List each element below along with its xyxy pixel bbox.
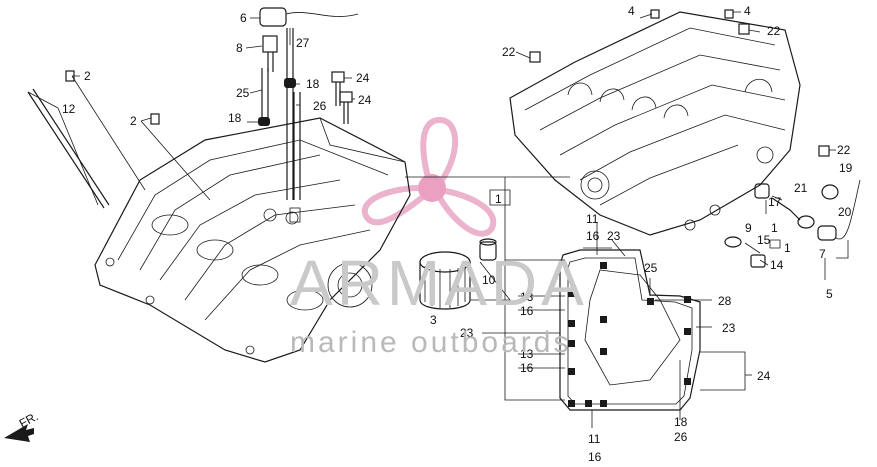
watermark-tagline: marine outboards: [290, 326, 571, 359]
callout-label: 12: [62, 102, 76, 116]
callout-label: 2: [84, 69, 91, 83]
callout-label: 16: [588, 450, 602, 464]
callout-label: 4: [628, 4, 635, 18]
callout-label: 16: [520, 304, 534, 318]
callout-label: 1: [771, 221, 778, 235]
callout-label: 26: [674, 430, 688, 444]
callout-label: 22: [767, 24, 781, 38]
callout-label: 2: [130, 114, 137, 128]
dowel-pins-2: [65, 70, 160, 125]
callout-label: 22: [837, 143, 851, 157]
front-direction-arrow: [4, 424, 34, 442]
callout-label: 18: [674, 415, 688, 429]
callout-label: 11: [588, 432, 601, 446]
callout-label: 27: [296, 36, 310, 50]
callout-label: 23: [460, 326, 474, 340]
callout-label: 25: [644, 261, 658, 275]
callout-label: 26: [313, 99, 327, 113]
callout-label: 5: [826, 287, 833, 301]
callout-label: 18: [306, 77, 320, 91]
callout-label: 10: [482, 273, 496, 287]
leader-lines: [27, 11, 849, 428]
oil-filter-3: [419, 251, 471, 310]
callout-label: 19: [839, 161, 853, 175]
callout-label: 3: [430, 313, 437, 327]
callout-label: 7: [819, 247, 826, 261]
lower-crankcase: [509, 11, 801, 236]
callout-label: 8: [236, 41, 243, 55]
callout-label: 1: [784, 241, 791, 255]
callout-label: 22: [502, 45, 516, 59]
callout-label: 14: [770, 258, 784, 272]
small-bolts-24: [331, 71, 353, 124]
neutral-switch-assembly: [724, 179, 861, 268]
callout-label: 13: [520, 290, 534, 304]
callout-label: 17: [768, 195, 782, 209]
callout-label: 20: [838, 205, 852, 219]
callout-label: 11: [586, 212, 599, 226]
callout-label: 16: [520, 361, 534, 375]
callout-label: 21: [794, 181, 808, 195]
watermark-brand: ARMADA: [290, 247, 588, 319]
front-direction-label: FR.: [17, 409, 41, 430]
callout-label: 28: [718, 294, 732, 308]
callout-label: 25: [236, 86, 250, 100]
upper-crankcase: [94, 117, 411, 363]
callout-label: 24: [358, 93, 372, 107]
callout-label: 23: [722, 321, 736, 335]
oil-pressure-switch: [259, 7, 359, 27]
callout-labels: 1 2 2 3 4 4 5 6 7 8 9 1 10 11 16 23 11 1…: [62, 4, 853, 464]
callout-label: 6: [240, 11, 247, 25]
callout-label: 24: [757, 369, 771, 383]
oil-pan: [559, 249, 701, 411]
callout-label: 16: [586, 229, 600, 243]
callout-label: 23: [607, 229, 621, 243]
callout-label: 15: [757, 233, 771, 247]
filter-bolt-10: [479, 238, 497, 261]
callout-label: 1: [495, 192, 502, 206]
callout-label: 18: [228, 111, 242, 125]
dowels-22-and-pins-4: [529, 9, 830, 157]
callout-label: 24: [356, 71, 370, 85]
bolt-stack: [258, 28, 301, 223]
callout-label: 9: [745, 221, 752, 235]
callout-label: 13: [520, 347, 534, 361]
callout-label: 4: [744, 4, 751, 18]
